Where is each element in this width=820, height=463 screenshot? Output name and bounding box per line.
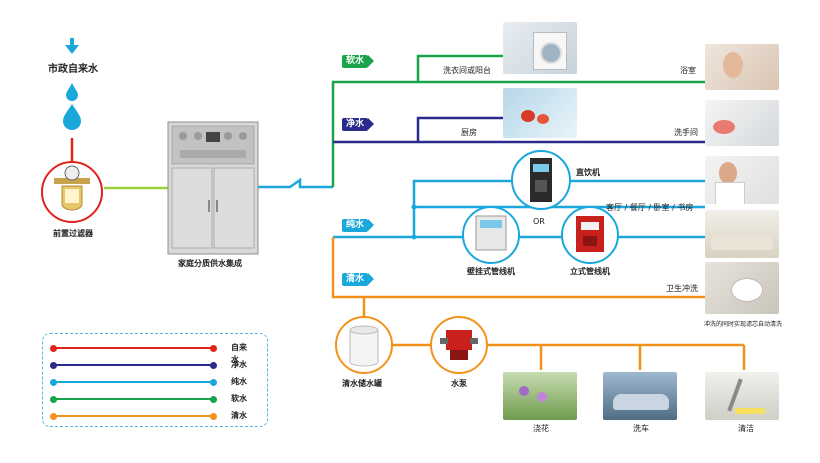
cleaning-label: 清洁 — [738, 424, 754, 433]
laundry-label: 洗衣间或阳台 — [443, 66, 491, 75]
supply-unit-cabinet — [167, 121, 259, 255]
legend-label: 净水 — [231, 360, 247, 369]
bathroom-photo — [705, 44, 779, 90]
tank-label: 清水储水罐 — [342, 379, 382, 388]
dispenser-device — [511, 150, 571, 210]
toilet-photo — [705, 262, 779, 314]
legend-label: 软水 — [231, 394, 247, 403]
legend-item-pure: 纯水 — [50, 376, 253, 388]
living-room-photo — [705, 210, 779, 258]
wall-machine-device — [462, 206, 520, 264]
soft-water-branch — [416, 54, 503, 82]
down-arrow-icon — [65, 38, 79, 54]
water-drop-icon — [66, 83, 78, 101]
standing-machine-label: 立式管线机 — [570, 267, 610, 276]
soft-water-tag: 软水 — [342, 55, 374, 68]
toilet-label: 卫生冲洗 — [666, 284, 698, 293]
washroom-label: 洗手间 — [674, 128, 698, 137]
pump-label: 水泵 — [451, 379, 467, 388]
dispenser-label: 直饮机 — [576, 168, 600, 177]
clear-water-tag: 清水 — [342, 273, 374, 286]
purified-water-tag: 净水 — [342, 118, 374, 131]
watering-photo — [503, 372, 577, 420]
pure-water-branch-upper — [412, 179, 705, 237]
legend-label: 自来水 — [231, 343, 247, 364]
kitchen-label: 厨房 — [461, 128, 477, 137]
pure-water-tag: 纯水 — [342, 219, 374, 232]
legend-item-clear: 清水 — [50, 410, 253, 422]
carwash-photo — [603, 372, 677, 420]
prefilter-label: 前置过滤器 — [53, 229, 93, 238]
clear-water-pipe — [331, 237, 705, 299]
water-drop-icon — [63, 104, 81, 130]
source-label: 市政自来水 — [48, 64, 98, 75]
bathroom-label: 浴室 — [680, 66, 696, 75]
cleaning-photo — [705, 372, 779, 420]
legend-item-soft: 软水 — [50, 393, 253, 405]
legend-label: 纯水 — [231, 377, 247, 386]
legend: 自来水 净水 纯水 软水 清水 — [42, 333, 268, 427]
toilet-note: 冲洗的同时实现滤芯自动清洗 — [704, 321, 783, 328]
storage-tank-device — [335, 316, 393, 374]
pump-device — [430, 316, 488, 374]
standing-machine-device — [561, 206, 619, 264]
or-label: OR — [533, 217, 545, 226]
legend-label: 清水 — [231, 411, 247, 420]
laundry-photo — [503, 22, 577, 74]
watering-label: 浇花 — [533, 424, 549, 433]
legend-item-purified: 净水 — [50, 359, 253, 371]
prefilter-device — [41, 161, 103, 223]
unit-label: 家庭分质供水集成 — [178, 259, 242, 268]
carwash-label: 洗车 — [633, 424, 649, 433]
rooms-label: 客厅 / 餐厅 / 卧室 / 书房 — [606, 203, 694, 212]
soft-water-pipe — [331, 80, 705, 187]
wall-machine-label: 壁挂式管线机 — [467, 267, 515, 276]
purified-water-branch — [416, 116, 503, 142]
legend-item-tap: 自来水 — [50, 342, 253, 364]
main-outlet-pipe — [256, 177, 333, 189]
drinking-photo — [705, 156, 779, 204]
kitchen-photo — [503, 88, 577, 138]
washroom-photo — [705, 100, 779, 146]
